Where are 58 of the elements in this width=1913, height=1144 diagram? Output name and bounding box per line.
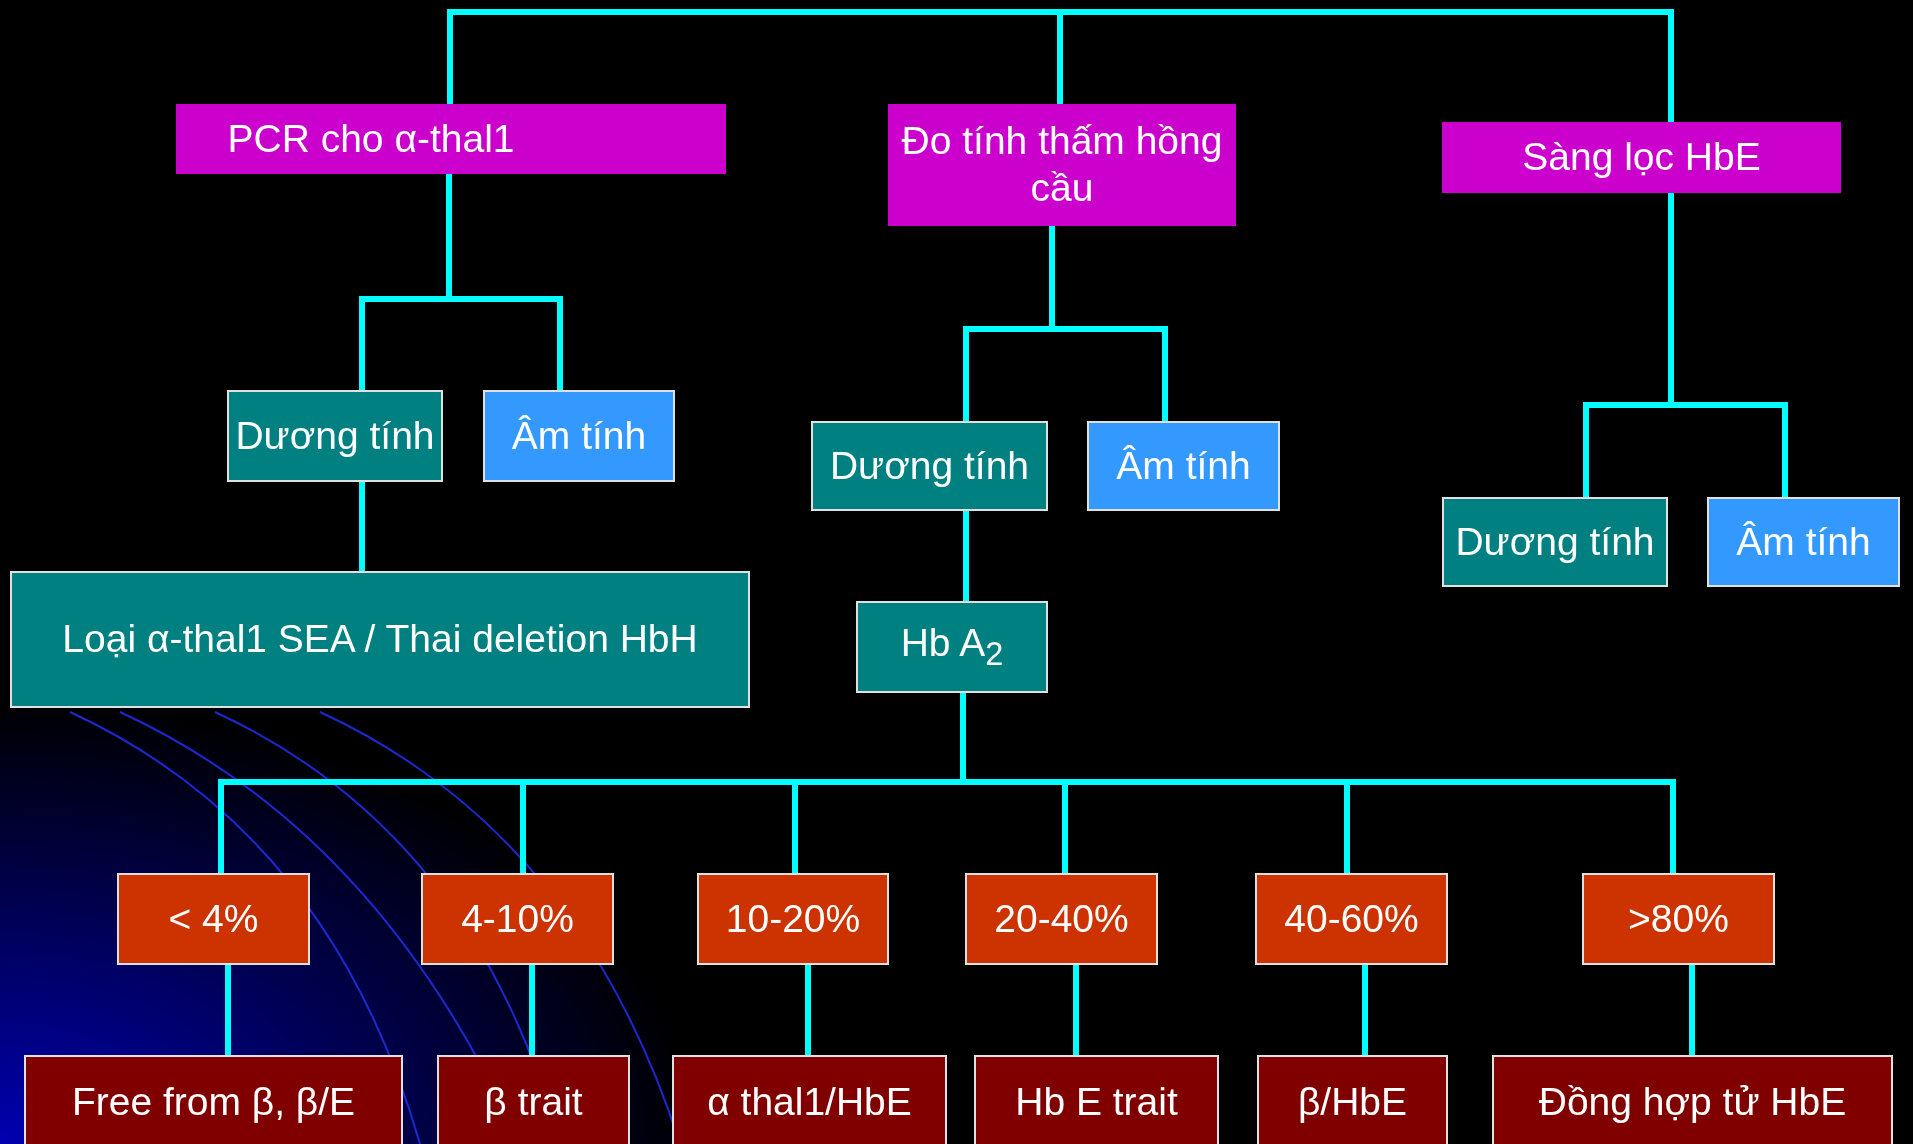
node-label: Dương tính [1455, 518, 1655, 565]
connector-line [225, 965, 231, 1055]
test-box [176, 104, 726, 174]
diagnosis-box [24, 1055, 403, 1144]
connector-line [529, 965, 535, 1055]
node-label: β trait [484, 1079, 583, 1126]
node-label: < 4% [168, 895, 259, 942]
result-box [227, 390, 443, 482]
node-label: 4-10% [461, 895, 574, 942]
diagnosis-box [1492, 1055, 1893, 1144]
node-label: Đo tính thấm hồng cầu [900, 118, 1224, 211]
result-box [483, 390, 675, 482]
range-box [1582, 873, 1775, 965]
connector-line [446, 174, 563, 390]
node-label: Âm tính [1736, 518, 1871, 565]
connector-line [1049, 226, 1168, 421]
range-box [697, 873, 889, 965]
node-label: Âm tính [1116, 442, 1251, 489]
range-box [1255, 873, 1448, 965]
range-box [965, 873, 1158, 965]
connector-line [1073, 965, 1079, 1055]
result-box [10, 571, 750, 708]
node-label: Dương tính [829, 442, 1030, 489]
connector-line [805, 965, 811, 1055]
result-box [1707, 497, 1900, 587]
result-box [811, 421, 1048, 511]
node-label: β/HbE [1297, 1079, 1408, 1126]
range-box [421, 873, 614, 965]
node-label: Free from β, β/E [71, 1079, 356, 1126]
range-box [117, 873, 310, 965]
node-label: α thal1/HbE [707, 1079, 912, 1126]
connector-line [1689, 965, 1695, 1055]
diagnosis-box [672, 1055, 947, 1144]
connector-line [963, 511, 969, 601]
diagnosis-box [1257, 1055, 1448, 1144]
result-box [1087, 421, 1280, 511]
connector-line [359, 482, 365, 571]
node-label: 10-20% [725, 895, 861, 942]
result-box [1442, 497, 1668, 587]
node-label: 20-40% [994, 895, 1129, 942]
node-label: Loại α-thal1 SEA / Thai deletion HbH [62, 616, 698, 663]
node-label: Hb A$_{2}$ [900, 620, 1004, 674]
test-box [1442, 122, 1841, 193]
result-box [856, 601, 1048, 693]
node-label: PCR cho α-thal1 [227, 115, 515, 162]
connector-line [1057, 9, 1674, 122]
node-label: Dương tính [235, 412, 435, 459]
node-label: Sàng lọc HbE [1522, 134, 1761, 181]
test-box [888, 104, 1236, 226]
connector-line [1362, 965, 1368, 1055]
connector-line [1668, 193, 1788, 497]
node-label: Âm tính [511, 412, 647, 459]
diagnosis-box [974, 1055, 1219, 1144]
node-label: 40-60% [1284, 895, 1419, 942]
node-label: Hb E trait [1015, 1079, 1178, 1126]
node-label: >80% [1628, 895, 1729, 942]
diagnosis-box [437, 1055, 630, 1144]
node-label: Đồng hợp tử HbE [1538, 1079, 1847, 1126]
